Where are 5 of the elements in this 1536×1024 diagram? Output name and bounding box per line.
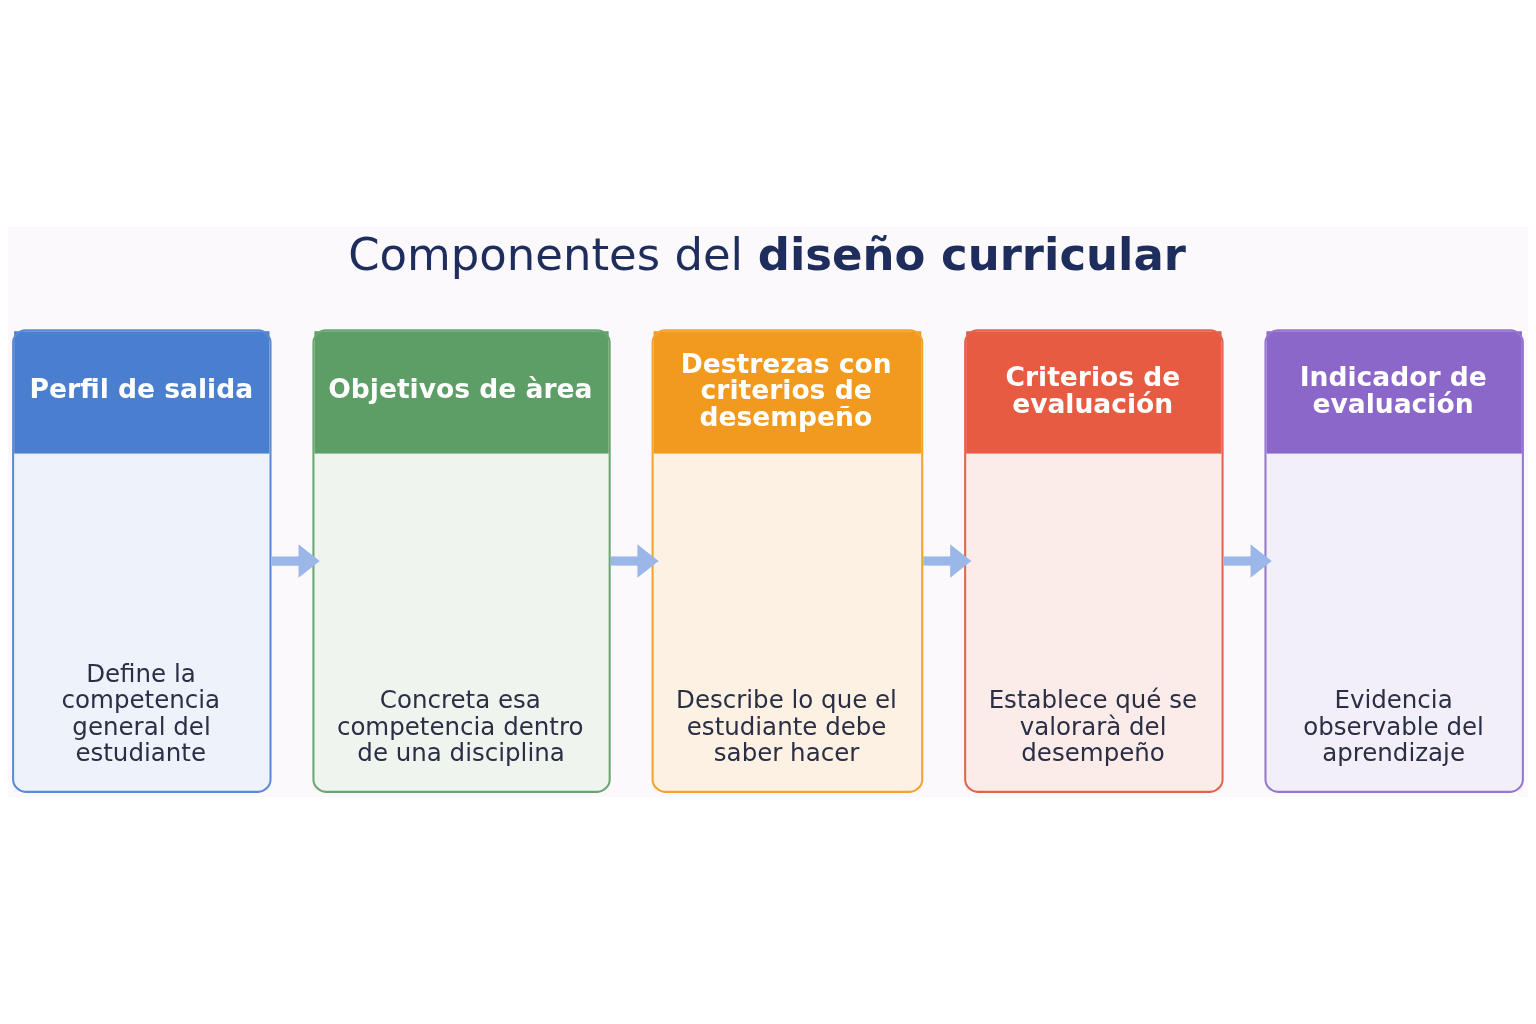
arrow [1224,544,1272,578]
diagram-title: Componentes del diseño curricular [348,228,1186,282]
arrow [923,544,972,578]
arrow [610,544,659,578]
arrow [271,544,320,578]
